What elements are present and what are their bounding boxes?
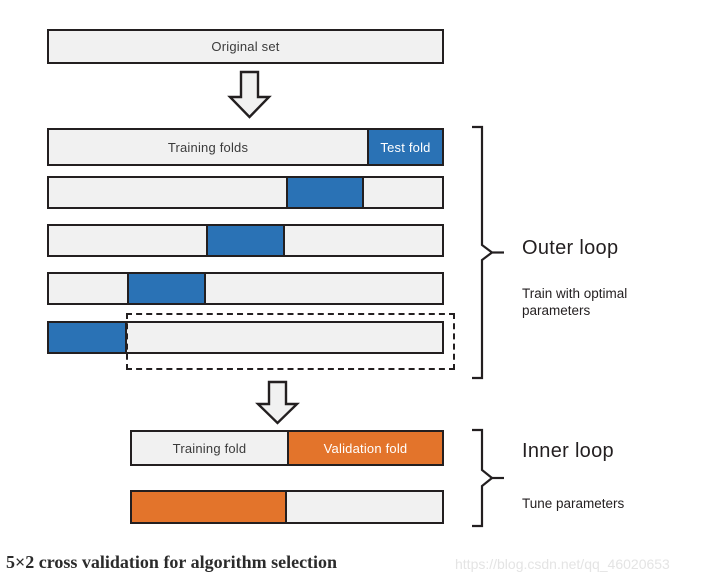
outer-fold-row-1: Training folds Test fold bbox=[47, 128, 444, 166]
training-segment bbox=[49, 274, 127, 303]
validation-fold-label: Validation fold bbox=[287, 432, 442, 464]
training-folds-label: Training folds bbox=[49, 130, 367, 164]
training-segment bbox=[285, 226, 442, 255]
validation-fold-segment bbox=[132, 492, 287, 522]
outer-fold-row-3 bbox=[47, 224, 444, 257]
down-arrow-icon-top bbox=[227, 70, 272, 120]
outer-fold-row-2 bbox=[47, 176, 444, 209]
test-fold-segment bbox=[286, 178, 364, 207]
training-segment bbox=[49, 178, 286, 207]
inner-loop-brace bbox=[470, 428, 504, 528]
training-segment bbox=[364, 178, 442, 207]
training-fold-segment bbox=[287, 492, 442, 522]
outer-loop-brace bbox=[470, 125, 504, 380]
training-segment bbox=[49, 226, 206, 255]
figure-caption: 5×2 cross validation for algorithm selec… bbox=[6, 552, 338, 572]
outer-loop-subtitle: Train with optimal parameters bbox=[522, 286, 628, 318]
watermark-text: https://blog.csdn.net/qq_46020653 bbox=[455, 556, 670, 572]
test-fold-segment bbox=[206, 226, 285, 255]
test-fold-label: Test fold bbox=[367, 130, 442, 164]
training-fold-label: Training fold bbox=[132, 432, 287, 464]
selected-training-region-box bbox=[126, 313, 455, 370]
inner-fold-row-1: Training fold Validation fold bbox=[130, 430, 444, 466]
inner-loop-title: Inner loop bbox=[522, 440, 614, 462]
inner-fold-row-2 bbox=[130, 490, 444, 524]
outer-fold-row-4 bbox=[47, 272, 444, 305]
test-fold-segment bbox=[49, 323, 127, 352]
down-arrow-icon-middle bbox=[255, 380, 300, 426]
training-segment bbox=[127, 323, 442, 352]
inner-loop-subtitle: Tune parameters bbox=[522, 496, 625, 511]
outer-loop-title: Outer loop bbox=[522, 237, 619, 259]
original-set-label: Original set bbox=[49, 31, 442, 62]
test-fold-segment bbox=[127, 274, 206, 303]
original-set-bar: Original set bbox=[47, 29, 444, 64]
training-segment bbox=[206, 274, 442, 303]
outer-fold-row-5 bbox=[47, 321, 444, 354]
